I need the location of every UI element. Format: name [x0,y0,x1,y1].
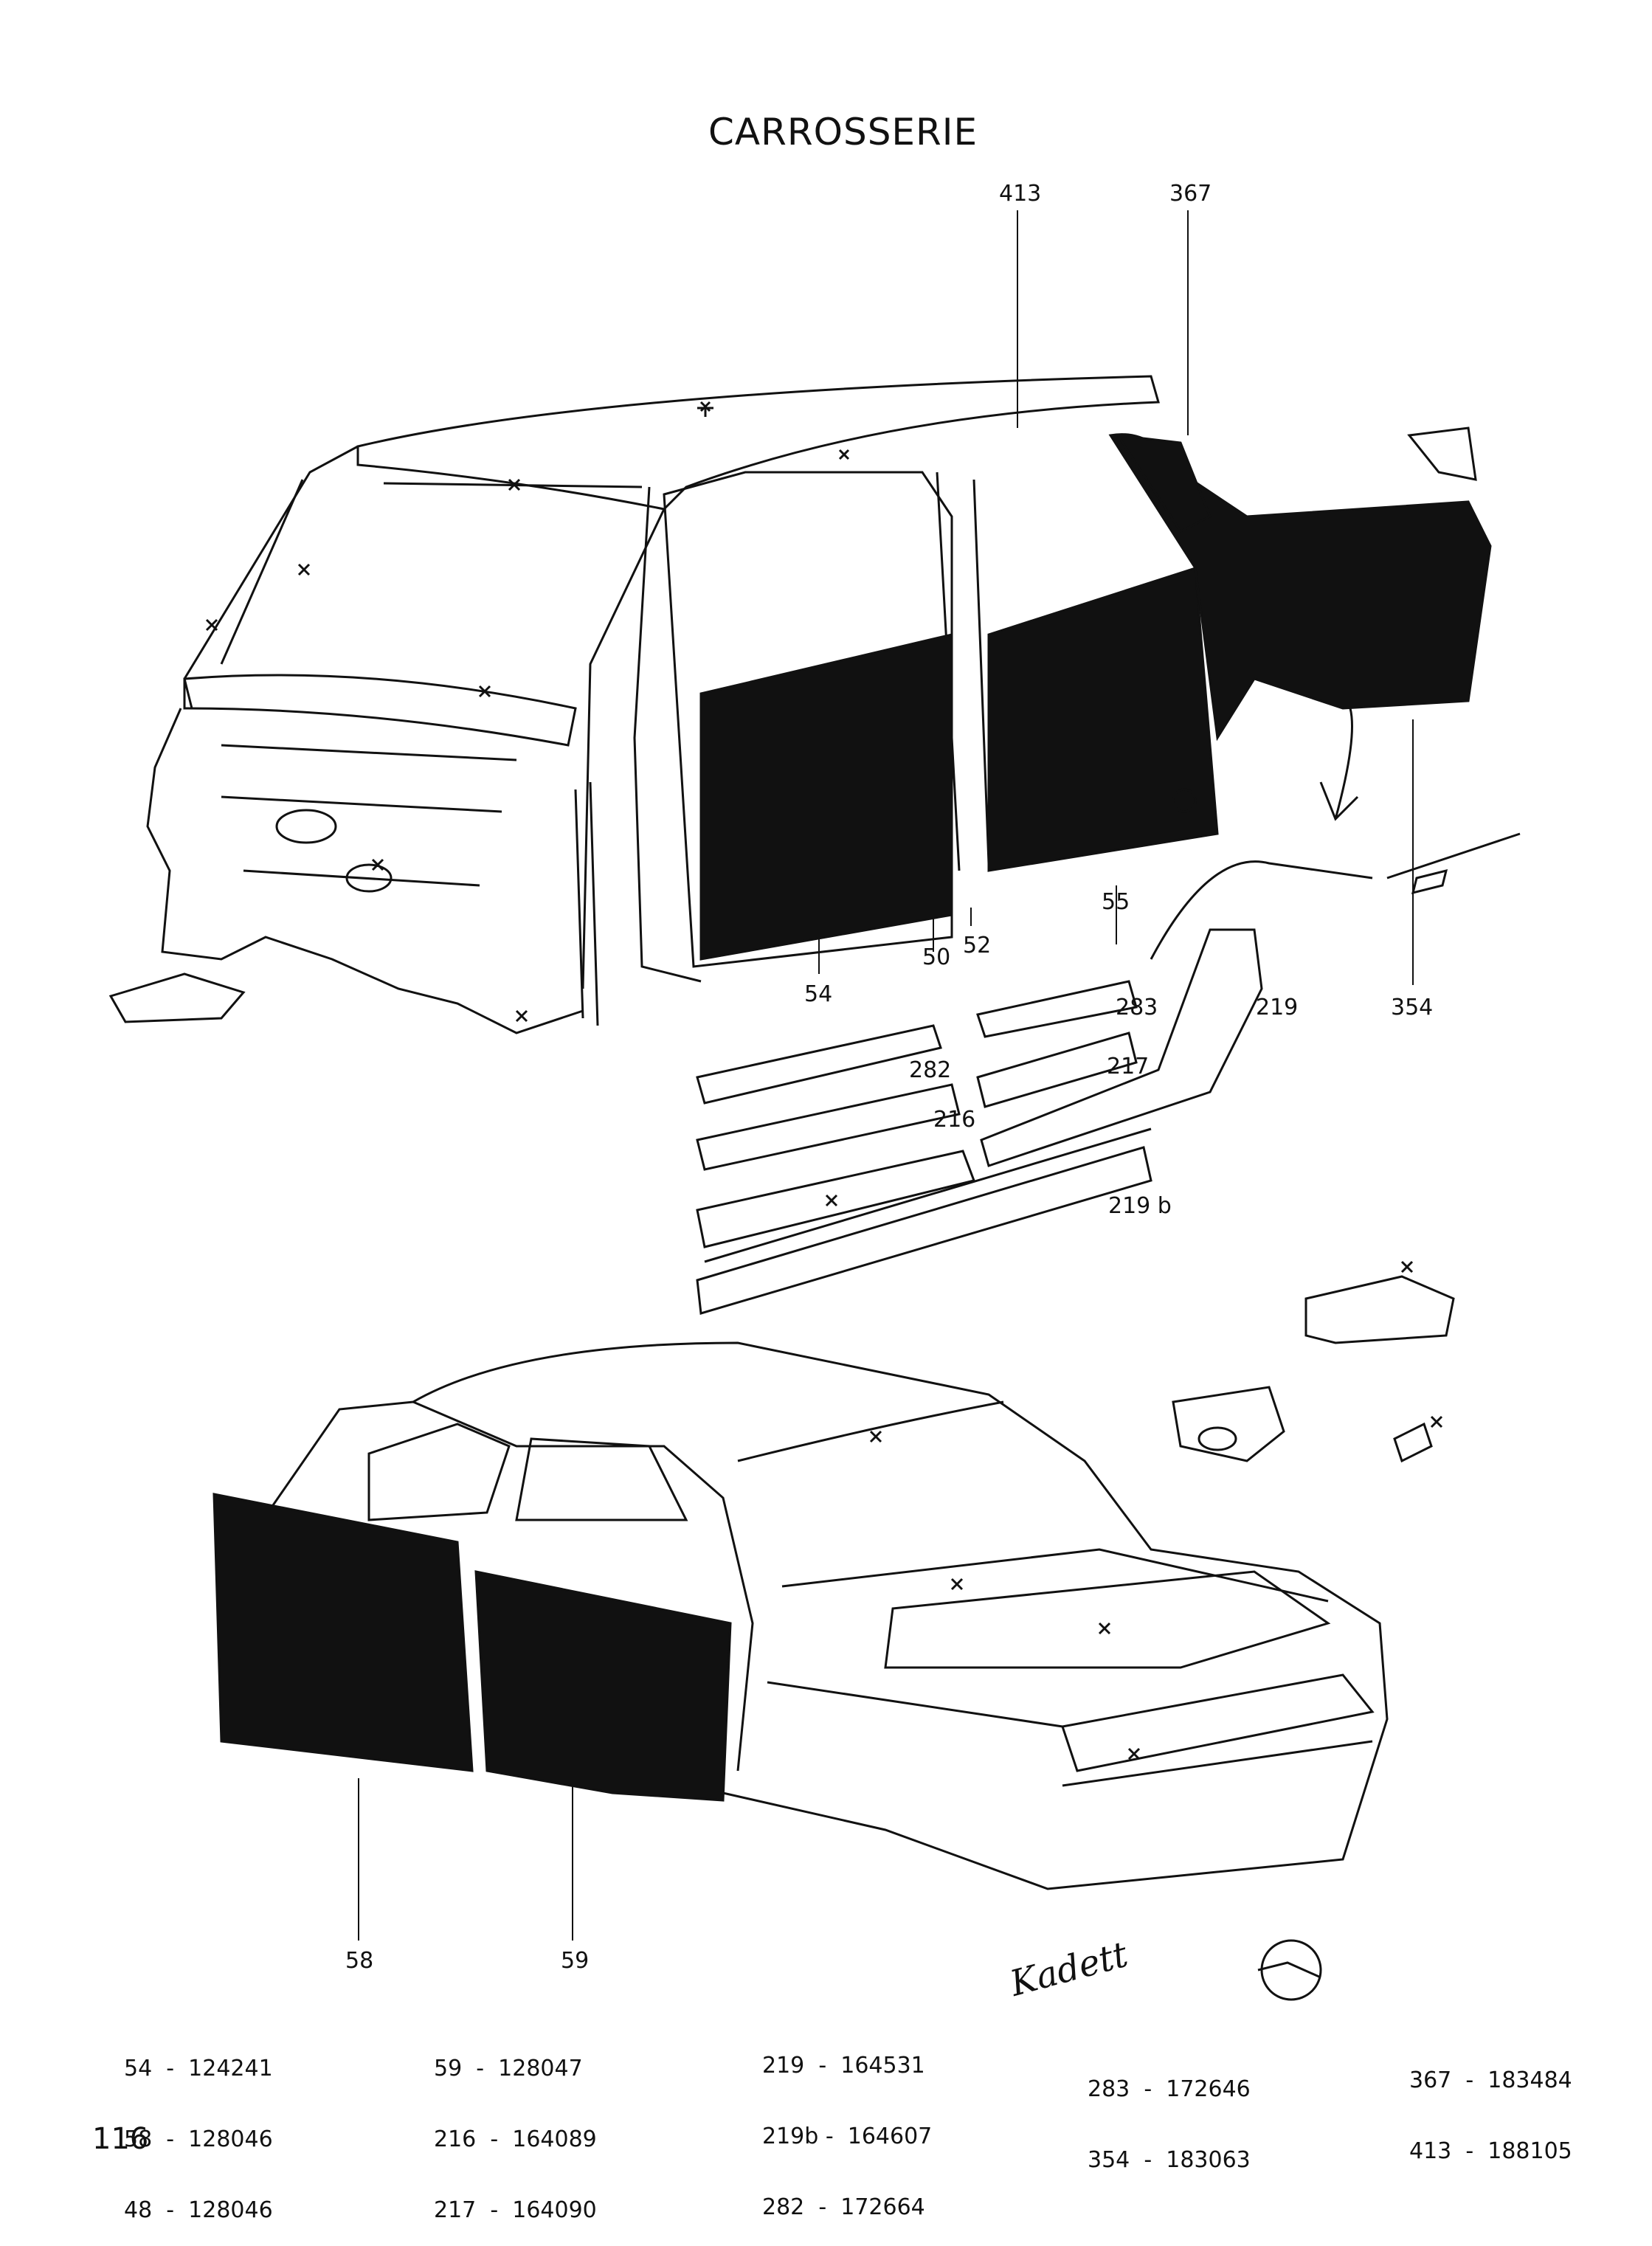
callout-217: 217 [1107,1054,1150,1079]
callout-216: 216 [933,1107,976,1133]
car-body-illustration: Kadett [108,210,1521,2005]
kadett-logo-text: Kadett [1005,1934,1133,2005]
parts-entry: 367 - 183484 [1409,2067,1572,2093]
parts-entry: 59 - 128047 [434,2056,583,2081]
parts-entry: 354 - 183063 [1088,2147,1251,2173]
callout-219b: 219 b [1108,1193,1172,1219]
parts-list-col2: 59 - 128047 216 - 164089 217 - 164090 [434,2010,597,2246]
parts-entry: 219 - 164531 [762,2053,925,2079]
callout-55: 55 [1102,889,1130,915]
parts-entry: 283 - 172646 [1088,2076,1251,2102]
callout-354: 354 [1391,995,1434,1020]
page-title: CARROSSERIE [708,111,978,153]
bottom-dark-doors [212,1493,732,1802]
top-dark-panels [699,433,1492,961]
parts-entry: 217 - 164090 [434,2197,597,2223]
callout-282: 282 [909,1057,952,1083]
callout-219: 219 [1256,995,1299,1020]
body-shell-frame [108,375,1160,1034]
parts-entry: 48 - 128046 [124,2197,273,2223]
sill-parts [696,832,1521,1315]
small-brackets [1172,426,1477,1463]
callout-54: 54 [804,981,833,1007]
callout-413: 413 [999,181,1042,207]
parts-list-col5: 367 - 183484 413 - 188105 [1409,2022,1572,2187]
callout-58: 58 [345,1948,374,1974]
asterisk-markers [205,401,1443,1760]
callout-59: 59 [561,1948,590,1974]
parts-list-col4: 283 - 172646 354 - 183063 [1088,2031,1251,2196]
callout-283: 283 [1116,995,1158,1020]
parts-entry: 216 - 164089 [434,2126,597,2152]
parts-list-col3: 219 - 164531 219b - 164607 282 - 172664 [762,2007,932,2243]
parts-entry: 54 - 124241 [124,2056,273,2081]
callout-367: 367 [1169,181,1212,207]
callout-52: 52 [963,933,992,958]
parts-entry: 58 - 128046 [124,2126,273,2152]
leader-lines [358,210,1414,1941]
callout-50: 50 [922,944,951,970]
parts-entry: 282 - 172664 [762,2194,925,2220]
sedan-outline [272,1341,1389,1890]
opel-logo [1257,1939,1322,2001]
page-number: 116 [92,2122,149,2156]
parts-entry: 219b - 164607 [762,2124,933,2149]
parts-entry: 413 - 188105 [1409,2138,1572,2164]
